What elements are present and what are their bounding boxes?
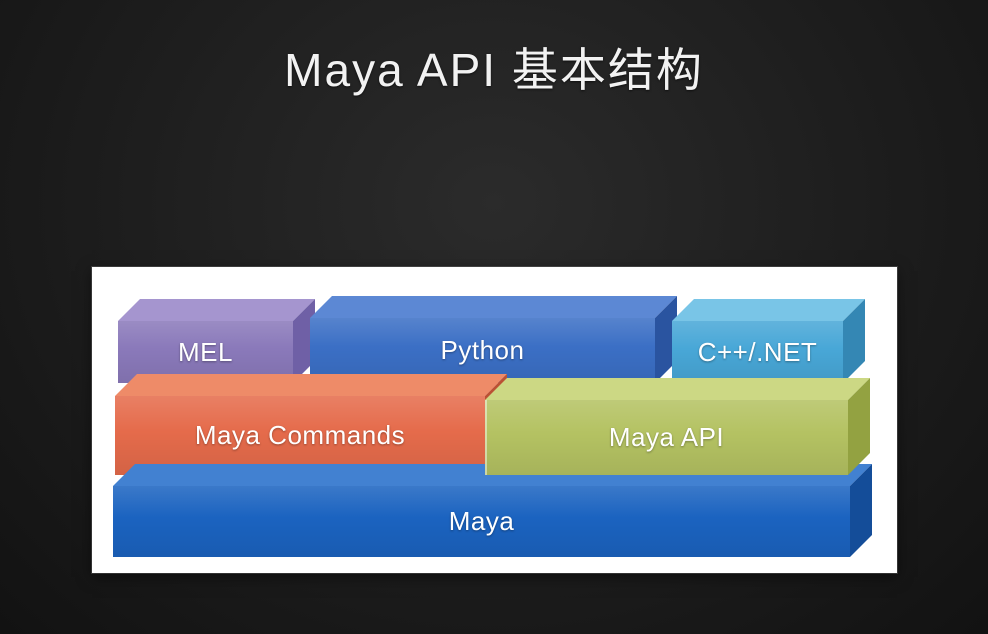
block-mel-label: MEL	[178, 336, 233, 367]
block-maya-api-label: Maya API	[608, 422, 725, 452]
block-cpp-dotnet-label: C++/.NET	[697, 336, 818, 367]
block-python: Python	[310, 318, 655, 383]
diagram-panel: MEL Python C++/.NET Maya Commands Maya A…	[92, 267, 897, 573]
block-maya: Maya	[113, 486, 850, 557]
block-maya-commands: Maya Commands	[115, 396, 485, 475]
block-maya-commands-label: Maya Commands	[194, 420, 406, 450]
block-maya-api: Maya API	[485, 400, 848, 475]
block-cpp-dotnet: C++/.NET	[672, 321, 843, 383]
block-python-label: Python	[440, 335, 525, 365]
slide-title: Maya API 基本结构	[284, 44, 704, 96]
block-mel: MEL	[118, 321, 293, 383]
block-maya-label: Maya	[448, 506, 515, 536]
